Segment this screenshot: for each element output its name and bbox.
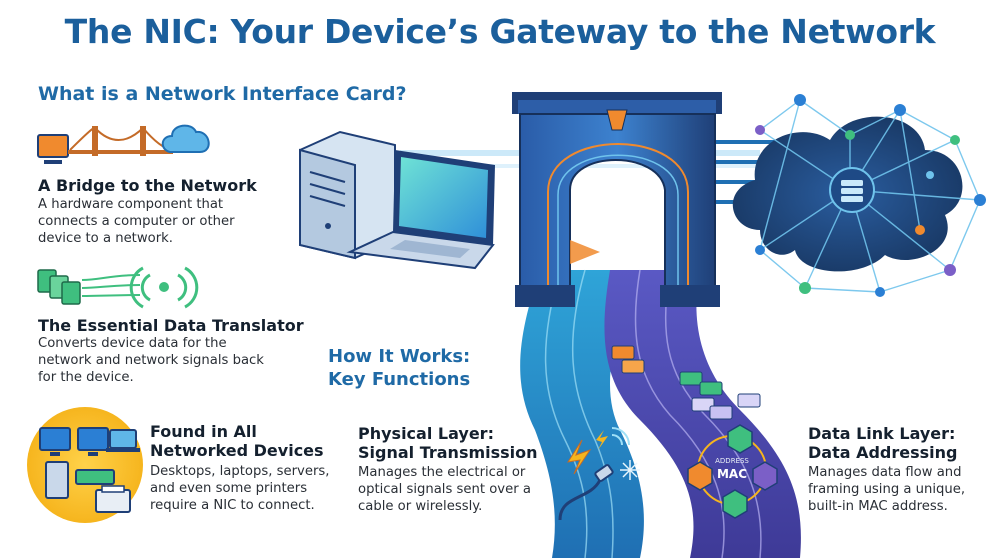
- physical-layer-heading: Physical Layer: Signal Transmission: [358, 424, 538, 463]
- translator-heading: The Essential Data Translator: [38, 316, 304, 335]
- bridge-description: A hardware component that connects a com…: [38, 197, 235, 246]
- network-cloud-icon: [732, 94, 986, 297]
- mac-badge-label: MAC: [717, 467, 747, 481]
- devices-description: Desktops, laptops, servers, and even som…: [150, 464, 330, 513]
- cable-lightning-icon: [558, 427, 640, 521]
- translator-description: Converts device data for the network and…: [38, 336, 264, 385]
- page-title: The NIC: Your Device’s Gateway to the Ne…: [64, 12, 936, 51]
- mac-badge-caption: ADDRESS: [715, 457, 749, 465]
- devices-heading: Found in All Networked Devices: [150, 422, 324, 461]
- networked-devices-icon: [27, 407, 143, 523]
- how-it-works-heading: How It Works: Key Functions: [328, 346, 471, 390]
- server-icon: [829, 167, 875, 213]
- page-subtitle: What is a Network Interface Card?: [38, 83, 407, 105]
- laptop-icon: [346, 150, 495, 270]
- bridge-icon: [37, 124, 210, 164]
- physical-layer-description: Manages the electrical or optical signal…: [358, 465, 531, 514]
- desktop-tower-icon: [299, 130, 396, 260]
- mac-address-badge: ADDRESS MAC: [687, 424, 778, 519]
- data-link-layer-description: Manages data flow and framing using a un…: [808, 465, 966, 514]
- bridge-heading: A Bridge to the Network: [38, 176, 257, 195]
- documents-signal-icon: [37, 266, 199, 309]
- data-link-layer-heading: Data Link Layer: Data Addressing: [808, 424, 958, 463]
- gateway-arch-icon: [512, 92, 722, 307]
- data-stream-roads: [520, 269, 801, 558]
